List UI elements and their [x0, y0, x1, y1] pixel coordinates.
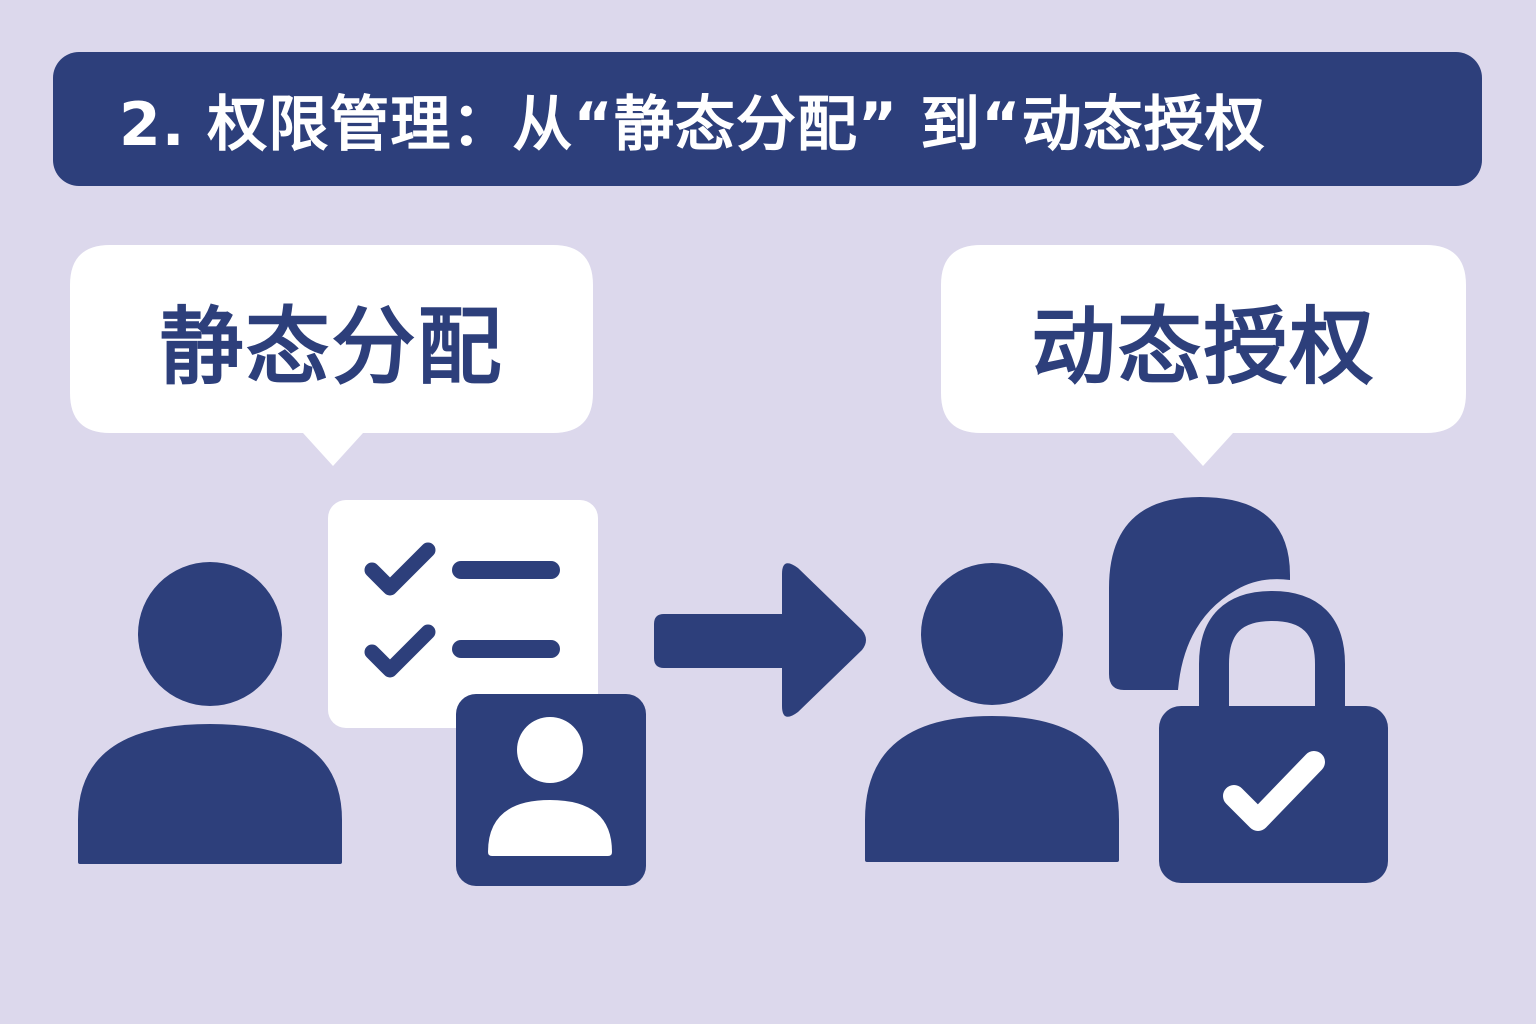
user-badge-icon: [456, 694, 646, 886]
bubble-label-static: 静态分配: [159, 298, 504, 396]
user-icon: [78, 562, 342, 864]
title-banner: 2. 权限管理：从“静态分配” 到“动态授权: [53, 52, 1482, 186]
page-title: 2. 权限管理：从“静态分配” 到“动态授权: [119, 89, 1266, 160]
shield-icon: [1109, 497, 1290, 690]
user-icon-dynamic: [865, 563, 1119, 862]
arrow-right-icon: [654, 563, 866, 717]
checklist-icon: [328, 500, 598, 728]
speech-bubble-dynamic: 动态授权: [941, 245, 1466, 466]
speech-bubble-static: 静态分配: [70, 245, 593, 466]
bubble-label-dynamic: 动态授权: [1031, 298, 1376, 396]
padlock-check-icon: [1159, 590, 1388, 883]
